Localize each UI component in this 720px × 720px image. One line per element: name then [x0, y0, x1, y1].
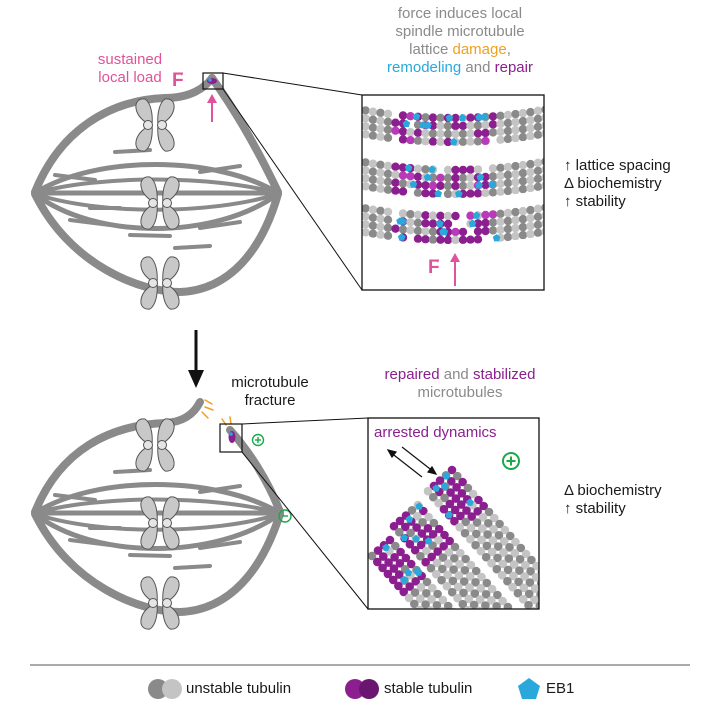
caption-remodeling: remodeling — [387, 59, 462, 76]
load-label-line2: local load — [98, 69, 162, 86]
bottom-effects: Δ biochemistry ↑ stability — [564, 482, 662, 518]
fracture-sparks-icon — [201, 399, 232, 426]
top-caption-line1: force induces local — [397, 5, 523, 22]
top-zoom-box-small — [202, 72, 224, 90]
force-symbol-top: F — [172, 70, 184, 91]
effect-stability-bottom: ↑ stability — [564, 500, 626, 517]
chromosome-icon — [140, 256, 180, 310]
spindle-bottom — [31, 398, 284, 617]
effect-lattice-spacing: ↑ lattice spacing — [564, 157, 671, 174]
spindle-top-outer-lower — [31, 190, 282, 297]
chromosome-icon — [135, 98, 175, 152]
legend-unstable-label: unstable tubulin — [186, 680, 292, 697]
fracture-line2: fracture — [244, 392, 296, 409]
lattice-top — [362, 105, 544, 248]
minus-end-icon — [278, 509, 292, 523]
load-label-line1: sustained — [97, 51, 163, 68]
top-caption: force induces local spindle microtubule … — [370, 5, 550, 77]
chromosome-icon — [140, 176, 180, 230]
force-symbol-zoom: F — [428, 257, 440, 278]
damage-site-top — [207, 78, 217, 84]
legend-stable-label: stable tubulin — [384, 680, 473, 697]
spindle-top-outer-upper-right — [208, 74, 282, 196]
arrested-dynamics-label: arrested dynamics — [374, 424, 497, 441]
force-vector-mark-zoom: → — [430, 254, 441, 266]
chromosome-icon — [135, 418, 175, 472]
dynamics-double-arrow-icon — [386, 446, 438, 478]
effect-stability-top: ↑ stability — [564, 193, 626, 210]
legend-eb1-icon — [518, 678, 540, 699]
top-caption-line3: lattice damage, — [409, 41, 511, 58]
fracture-line1: microtubule — [231, 374, 309, 391]
top-zoom-panel — [362, 95, 544, 290]
bottom-caption: repaired and stabilized microtubules — [360, 366, 560, 402]
top-zoom-frame — [361, 94, 545, 291]
fracture-label: microtubule fracture — [215, 374, 325, 410]
top-effects: ↑ lattice spacing Δ biochemistry ↑ stabi… — [564, 157, 671, 211]
caption-stabilized: stabilized — [472, 366, 536, 383]
bottom-caption-line2: microtubules — [417, 384, 503, 401]
spindle-top — [31, 74, 282, 297]
legend-eb1-label: EB1 — [546, 680, 575, 697]
bottom-caption-line1: repaired and stabilized — [384, 366, 536, 383]
effect-biochemistry-top: Δ biochemistry — [564, 175, 662, 192]
chromosome-icon — [140, 496, 180, 550]
legend-unstable-icon — [148, 679, 182, 699]
effect-biochemistry-bottom: Δ biochemistry — [564, 482, 662, 499]
chromosome-icon — [140, 576, 180, 630]
plus-end-icon — [251, 433, 265, 447]
chromosomes-top — [135, 98, 180, 310]
lattice-bottom — [368, 465, 539, 609]
spindle-bottom-outer-lower — [31, 510, 284, 617]
caption-damage: damage — [452, 41, 507, 58]
load-label: sustained local load — [80, 51, 180, 87]
bottom-zoom-panel — [368, 418, 539, 609]
force-vector-mark-top: → — [174, 67, 185, 79]
bottom-zoom-frame — [367, 417, 540, 610]
caption-repaired: repaired — [384, 366, 440, 383]
top-caption-line4: remodeling and repair — [387, 59, 533, 76]
caption-repair: repair — [494, 59, 533, 76]
bottom-zoom-box-small — [219, 423, 243, 453]
chromosomes-bottom — [135, 418, 180, 630]
top-caption-line2: spindle microtubule — [395, 23, 525, 40]
legend-stable-icon — [345, 679, 379, 699]
